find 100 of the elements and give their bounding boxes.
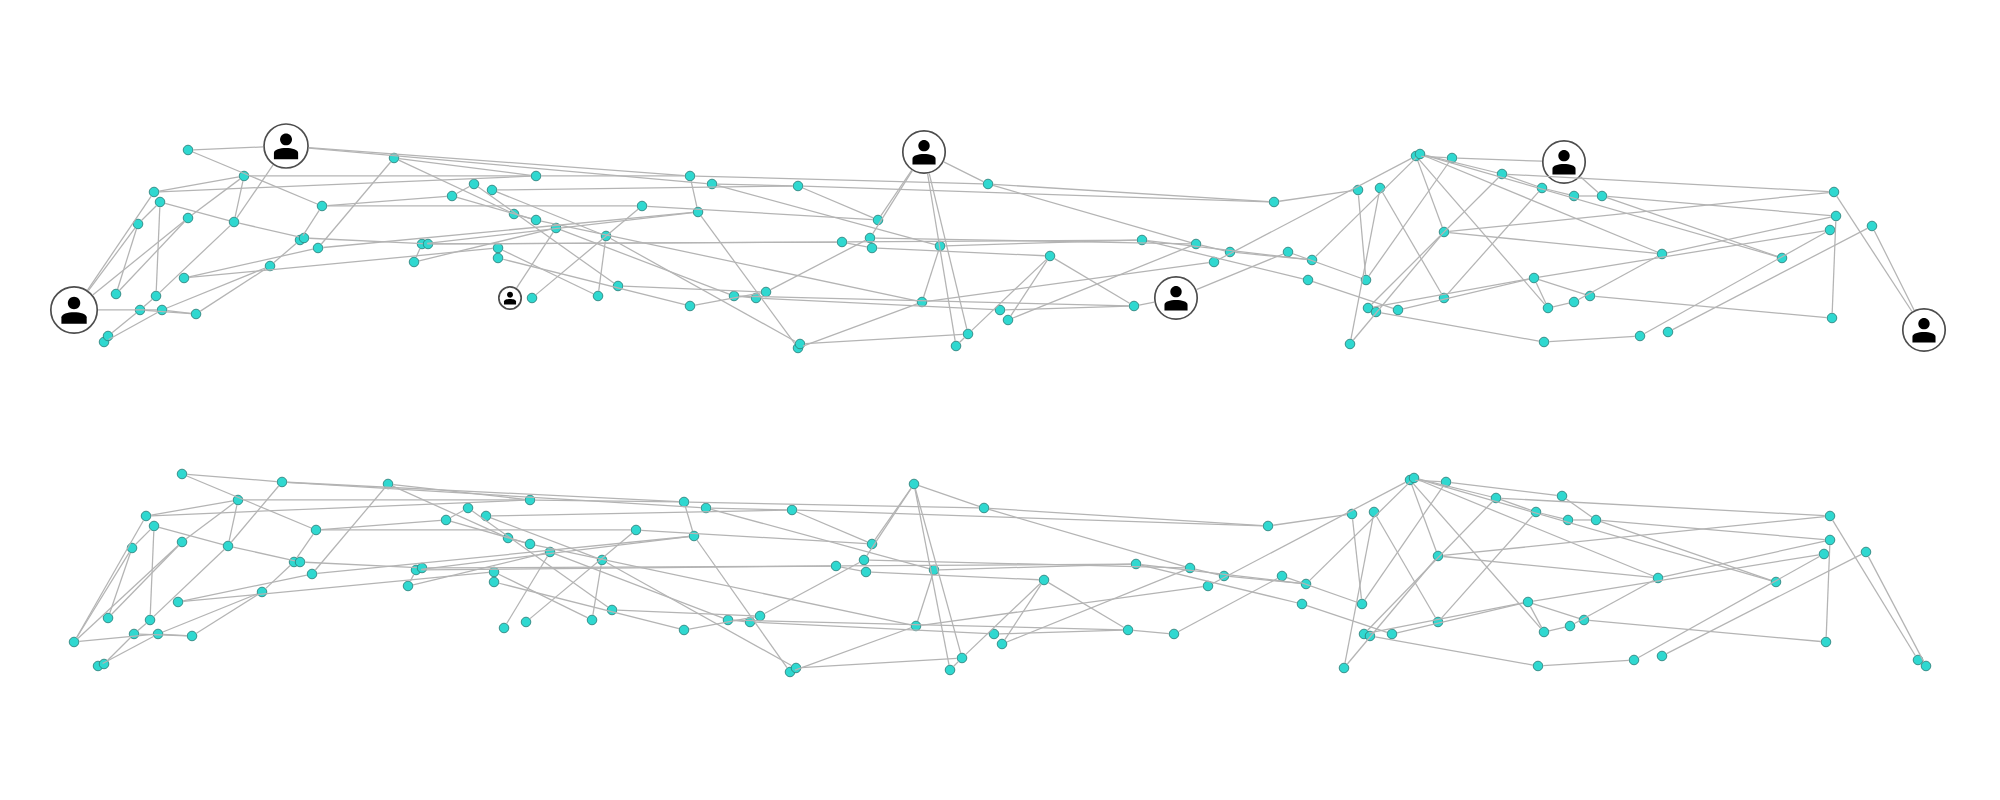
- network-line: [1500, 499, 1532, 511]
- network-line: [1424, 154, 1498, 174]
- network-line: [1357, 194, 1367, 276]
- network-line: [1606, 195, 1832, 217]
- network-line: [1194, 568, 1220, 576]
- network-line: [1140, 564, 1298, 604]
- network-line: [764, 561, 861, 615]
- network-line: [754, 621, 990, 635]
- network-line: [236, 164, 274, 219]
- network-line: [840, 563, 1132, 567]
- network-line: [1456, 157, 1543, 162]
- network-line: [191, 178, 241, 216]
- network-line: [992, 184, 1192, 244]
- network-line: [1643, 231, 1827, 335]
- network-line: [86, 195, 152, 291]
- network-line: [296, 533, 314, 559]
- network-line: [1546, 188, 1570, 196]
- avatar-icon: [1541, 139, 1587, 185]
- network-line: [928, 172, 968, 330]
- network-line: [92, 220, 185, 296]
- network-line: [1368, 602, 1524, 634]
- network-line: [732, 619, 1124, 631]
- avatar-icon: [1901, 307, 1947, 353]
- network-line: [308, 147, 708, 185]
- network-line: [1572, 519, 1592, 521]
- network-line: [516, 231, 554, 289]
- avatar-icon: [263, 123, 309, 169]
- network-line: [1315, 157, 1417, 257]
- network-line: [302, 209, 320, 237]
- network-line: [916, 574, 934, 622]
- network-line: [690, 180, 698, 208]
- network-line: [1506, 175, 1538, 187]
- network-line: [616, 609, 756, 617]
- network-line: [477, 186, 615, 284]
- network-line: [97, 309, 158, 311]
- network-line: [988, 508, 1186, 568]
- network-line: [111, 312, 137, 334]
- network-line: [149, 530, 155, 616]
- network-line: [1573, 579, 1655, 625]
- network-line: [248, 175, 532, 177]
- network-line: [418, 228, 552, 262]
- network-line: [1344, 516, 1374, 664]
- network-line: [1662, 540, 1826, 578]
- network-line: [164, 202, 230, 222]
- network-line: [1382, 191, 1442, 295]
- network-line: [1418, 479, 1654, 577]
- network-line: [107, 311, 159, 341]
- network-line: [1004, 583, 1042, 641]
- network-line: [914, 488, 950, 666]
- network-line: [953, 661, 959, 667]
- network-line: [1368, 161, 1450, 277]
- network-line: [770, 239, 866, 291]
- network-line: [880, 169, 913, 217]
- network-line: [1637, 555, 1821, 659]
- network-line: [471, 510, 609, 608]
- network-line: [1600, 519, 1826, 541]
- network-line: [412, 552, 546, 586]
- network-line: [1552, 302, 1570, 308]
- network-line: [1440, 515, 1534, 619]
- network-line: [529, 532, 633, 620]
- network-line: [804, 333, 964, 345]
- network-line: [1374, 636, 1534, 666]
- network-line: [199, 268, 267, 312]
- network-line: [322, 211, 694, 249]
- network-line: [738, 295, 1130, 307]
- network-line: [688, 501, 980, 509]
- network-line: [1831, 220, 1837, 314]
- network-line: [158, 526, 224, 546]
- network-line: [802, 185, 1270, 203]
- network-line: [320, 529, 632, 531]
- network-line: [87, 227, 136, 292]
- network-line: [943, 161, 984, 183]
- network-line: [700, 215, 796, 345]
- network-line: [304, 561, 418, 569]
- network-line: [1411, 484, 1437, 552]
- network-line: [794, 627, 912, 671]
- avatar-icon: [901, 129, 947, 175]
- network-line: [796, 509, 1264, 527]
- network-line: [1529, 605, 1543, 628]
- network-line: [1218, 157, 1412, 261]
- network-line: [135, 529, 151, 545]
- network-line: [1532, 554, 1820, 602]
- network-line: [1418, 478, 1492, 498]
- network-line: [694, 175, 984, 185]
- network-line: [234, 180, 244, 218]
- network-line: [605, 561, 793, 667]
- network-line: [450, 520, 526, 544]
- network-line: [1376, 515, 1436, 619]
- network-line: [420, 565, 832, 571]
- network-line: [398, 158, 532, 176]
- network-line: [153, 548, 225, 618]
- network-line: [273, 242, 297, 264]
- network-line: [498, 573, 588, 619]
- network-line: [158, 176, 240, 192]
- network-line: [540, 220, 918, 302]
- network-line: [320, 161, 392, 245]
- network-line: [922, 250, 940, 298]
- network-line: [534, 499, 680, 503]
- network-line: [1278, 190, 1354, 202]
- avatar-icon: [1153, 275, 1199, 321]
